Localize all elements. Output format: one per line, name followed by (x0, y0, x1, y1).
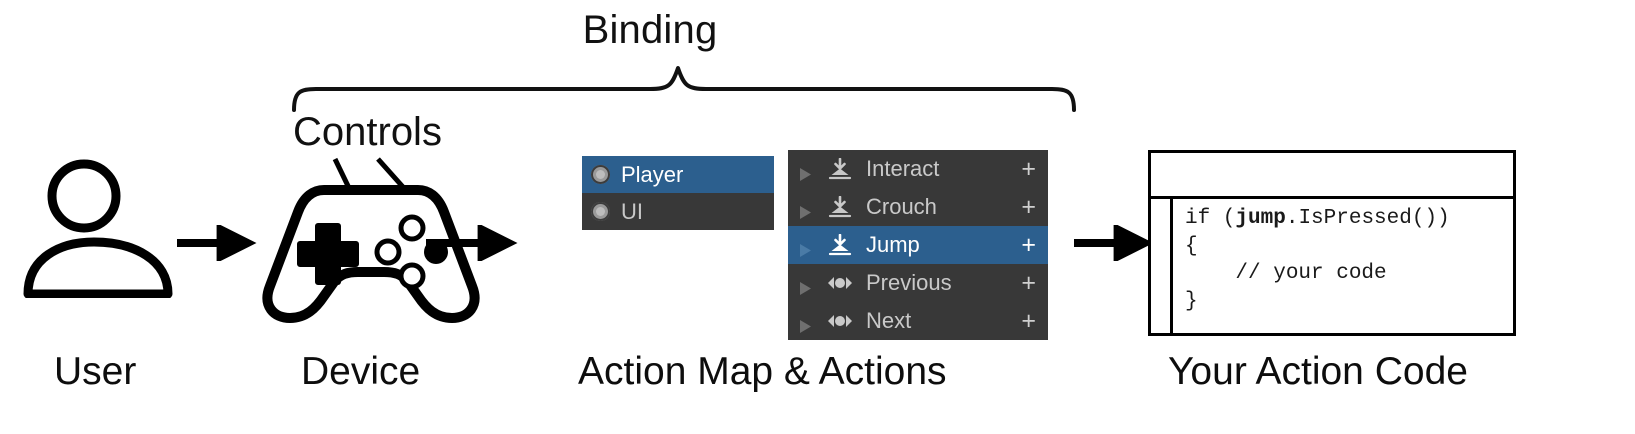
action-label: Crouch (866, 194, 937, 219)
code-line-2: { (1185, 234, 1198, 258)
action-label: Next (866, 308, 912, 333)
action-label: Previous (866, 270, 952, 295)
code-editor-body[interactable]: if (jump.IsPressed()) { // your code } (1151, 199, 1513, 336)
action-row-jump[interactable]: Jump + (788, 226, 1048, 264)
action-label: Jump (866, 232, 920, 257)
caption-device: Device (301, 350, 421, 393)
code-line-3: // your code (1185, 262, 1387, 285)
action-map-item-ui[interactable]: UI (582, 193, 774, 230)
action-map-panel[interactable]: Player UI (582, 156, 774, 230)
axis-1d-icon (827, 272, 853, 294)
button-press-icon (827, 158, 853, 180)
code-window-titlebar (1151, 153, 1513, 199)
arrow-device-to-actionmap-icon (426, 225, 518, 261)
binding-label-text: Binding (582, 8, 718, 52)
radio-bullet-icon (591, 202, 610, 221)
chevron-right-icon[interactable] (799, 200, 812, 219)
add-binding-button[interactable]: + (1021, 306, 1036, 335)
action-map-item-label: UI (621, 198, 643, 224)
user-person-icon (23, 159, 173, 298)
actions-panel[interactable]: Interact + Crouch + (788, 150, 1048, 340)
add-binding-button[interactable]: + (1021, 192, 1036, 221)
axis-1d-icon (827, 310, 853, 332)
controls-label: Controls (293, 110, 442, 155)
code-line-1: if (jump.IsPressed()) (1185, 207, 1450, 230)
arrow-user-to-device-icon (177, 225, 257, 261)
add-binding-button[interactable]: + (1021, 154, 1036, 183)
chevron-right-icon[interactable] (799, 162, 812, 181)
radio-bullet-icon (591, 165, 610, 184)
binding-brace-icon (292, 66, 1076, 112)
controls-label-text: Controls (293, 110, 442, 154)
action-row[interactable]: Crouch + (788, 188, 1048, 226)
action-map-item-label: Player (621, 161, 684, 187)
code-text[interactable]: if (jump.IsPressed()) { // your code } (1185, 205, 1511, 315)
arrow-actions-to-code-icon (1074, 225, 1154, 261)
code-editor-window[interactable]: if (jump.IsPressed()) { // your code } (1148, 150, 1516, 336)
binding-label: Binding (0, 8, 1635, 53)
add-binding-button[interactable]: + (1021, 230, 1036, 259)
button-press-icon (827, 196, 853, 218)
code-line-4: } (1185, 289, 1198, 313)
caption-action-map: Action Map & Actions (578, 350, 947, 393)
chevron-right-icon[interactable] (799, 276, 812, 295)
gamepad-device-icon (262, 185, 480, 323)
action-label: Interact (866, 156, 940, 181)
add-binding-button[interactable]: + (1021, 268, 1036, 297)
caption-user: User (54, 350, 137, 393)
caption-code: Your Action Code (1168, 350, 1468, 393)
code-line-number-gutter (1151, 199, 1173, 336)
action-row[interactable]: Previous + (788, 264, 1048, 302)
action-row[interactable]: Next + (788, 302, 1048, 340)
action-map-item-player[interactable]: Player (582, 156, 774, 193)
button-press-icon (827, 234, 853, 256)
action-row[interactable]: Interact + (788, 150, 1048, 188)
chevron-right-icon[interactable] (799, 314, 812, 333)
chevron-right-icon[interactable] (799, 238, 812, 257)
